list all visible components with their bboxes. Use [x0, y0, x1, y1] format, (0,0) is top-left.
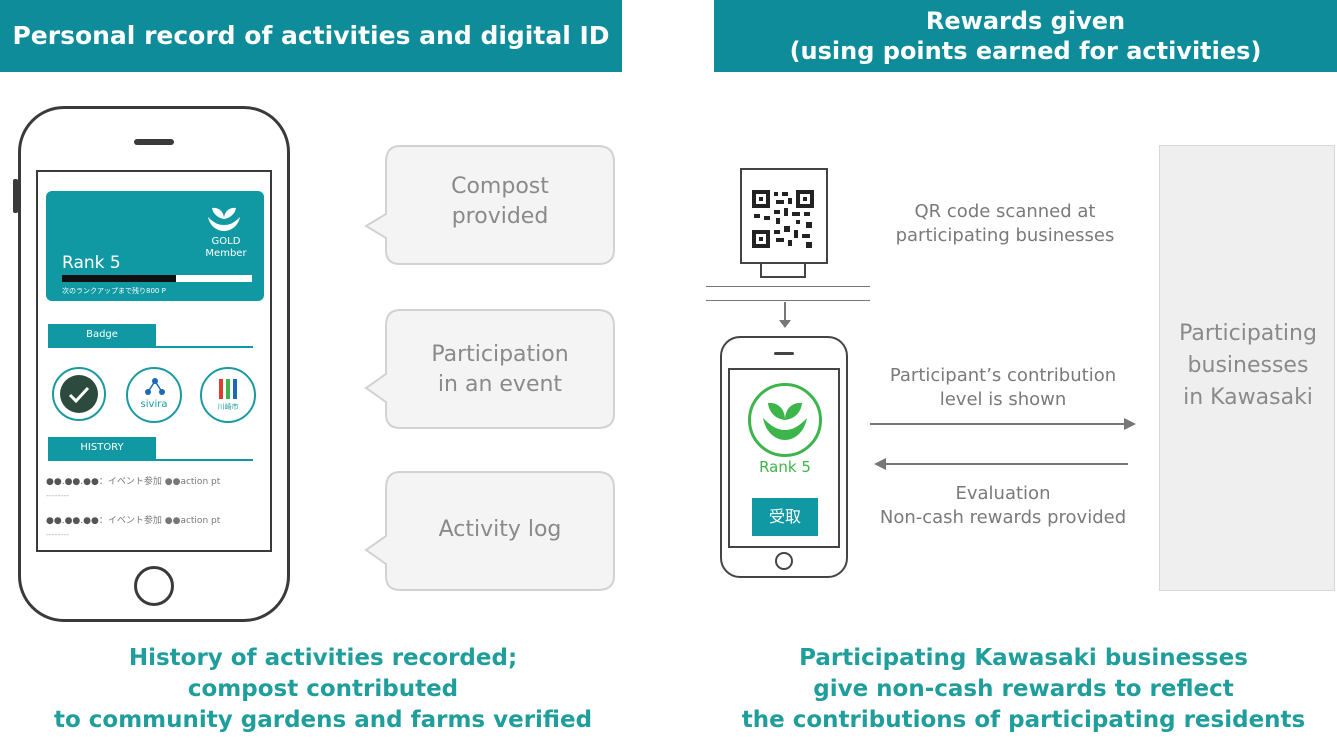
- card-progress-text: 次のランクアップまで残り800 P: [62, 287, 166, 295]
- down-arrow-icon: [779, 302, 791, 328]
- history-points: ●●action pt: [164, 516, 221, 526]
- bubble-compost-line1: Compost: [451, 174, 549, 199]
- history-points: ●●action pt: [164, 477, 221, 487]
- city-label: 川崎市: [217, 403, 239, 411]
- left-caption-line3: to community gardens and farms verified: [53, 707, 593, 733]
- badge-divider: [48, 346, 253, 348]
- rank-progress-bar: [62, 275, 252, 282]
- right-arrow-icon: [870, 418, 1136, 430]
- sivira-label: sivira: [140, 399, 168, 410]
- right-caption: Participating Kawasaki businesses give n…: [710, 643, 1337, 736]
- qr-text-line1: QR code scanned at: [914, 201, 1096, 222]
- qr-text-line2: participating businesses: [895, 225, 1115, 246]
- badge-city-icon[interactable]: 川崎市: [200, 367, 256, 423]
- business-line2: businesses: [1187, 353, 1309, 378]
- bubble-participation-line2: in an event: [437, 372, 563, 397]
- right-banner-line1: Rewards given: [925, 7, 1126, 35]
- card-member-line2: Member: [205, 248, 247, 259]
- business-line3: in Kawasaki: [1183, 385, 1313, 410]
- bubble-3-shape: [364, 471, 615, 591]
- bubble-activity-log: Activity log: [438, 517, 562, 542]
- qr-stand-neck: [760, 264, 806, 278]
- phone-screen: GOLD Member Rank 5 次のランクアップまで残り800 P Bad…: [36, 170, 272, 552]
- contribution-text: Participant’s contribution level is show…: [860, 364, 1146, 412]
- history-header: HISTORY: [48, 437, 156, 459]
- left-caption-line2: compost contributed: [187, 676, 459, 702]
- small-rank-label: Rank 5: [759, 458, 811, 476]
- business-line1: Participating: [1179, 321, 1317, 346]
- leaf-hands-logo: [208, 207, 240, 231]
- left-banner-title: Personal record of activities and digita…: [12, 21, 610, 50]
- rank-progress-fill: [62, 275, 176, 282]
- evaluation-text: Evaluation Non-cash rewards provided: [850, 482, 1156, 530]
- history-date: ●●.●●.●●: [46, 477, 99, 487]
- badge-local-icon[interactable]: [52, 367, 106, 421]
- badge-label: Badge: [86, 329, 118, 340]
- right-caption-line3: the contributions of participating resid…: [741, 707, 1306, 733]
- phone-right-speaker: [774, 352, 794, 355]
- business-box: Participating businesses in Kawasaki: [1159, 145, 1335, 591]
- history-event: ：イベント参加: [98, 477, 162, 487]
- right-banner-line2: (using points earned for activities): [789, 37, 1262, 65]
- history-sub: --------: [46, 491, 70, 500]
- history-event: ：イベント参加: [98, 516, 162, 526]
- membership-card: GOLD Member Rank 5 次のランクアップまで残り800 P: [46, 191, 264, 301]
- bubble-2-shape: [364, 309, 615, 429]
- bubble-1-shape: [364, 145, 615, 265]
- phone-speaker: [134, 139, 174, 145]
- card-member-text: GOLD Member: [196, 236, 256, 260]
- receive-button[interactable]: 受取: [752, 498, 818, 536]
- badge-header: Badge: [48, 324, 156, 346]
- badge-sivira-icon[interactable]: sivira: [126, 367, 182, 423]
- evaluation-line1: Evaluation: [955, 483, 1051, 504]
- left-banner: Personal record of activities and digita…: [0, 0, 622, 72]
- history-date: ●●.●●.●●: [46, 516, 99, 526]
- bubble-compost: Compost provided: [386, 172, 614, 232]
- history-sub: --------: [46, 530, 70, 539]
- history-divider: [48, 459, 253, 461]
- history-row-2: ●●.●●.●●：イベント参加 ●●action pt --------: [46, 513, 268, 539]
- phone-side-button: [13, 179, 18, 213]
- left-caption: History of activities recorded; compost …: [0, 643, 646, 736]
- card-rank: Rank 5: [62, 253, 121, 273]
- right-caption-line2: give non-cash rewards to reflect: [813, 676, 1234, 702]
- counter-line-bottom: [706, 300, 870, 301]
- card-member-line1: GOLD: [211, 236, 241, 247]
- business-text: Participating businesses in Kawasaki: [1160, 318, 1336, 414]
- receive-button-label: 受取: [768, 507, 801, 526]
- bubble-participation-line1: Participation: [431, 342, 569, 367]
- history-row-1: ●●.●●.●●：イベント参加 ●●action pt --------: [46, 474, 268, 500]
- left-arrow-icon: [874, 458, 1128, 470]
- phone-home-button[interactable]: [134, 566, 174, 606]
- contribution-line1: Participant’s contribution: [889, 365, 1117, 386]
- sprout-hands-icon: [763, 402, 807, 440]
- history-label: HISTORY: [80, 442, 124, 453]
- contribution-line2: level is shown: [939, 389, 1067, 410]
- left-caption-line1: History of activities recorded;: [128, 645, 518, 671]
- bubble-participation: Participation in an event: [386, 340, 614, 400]
- evaluation-line2: Non-cash rewards provided: [879, 507, 1127, 528]
- counter-line-top: [706, 286, 870, 287]
- qr-text: QR code scanned at participating busines…: [880, 200, 1130, 248]
- bubble-compost-line2: provided: [451, 204, 549, 229]
- qr-code-icon: [752, 190, 814, 248]
- phone-right-home-button[interactable]: [775, 552, 793, 570]
- right-banner: Rewards given (using points earned for a…: [714, 0, 1337, 72]
- rank-logo-circle: [748, 383, 822, 457]
- bubble-shapes: [364, 145, 615, 591]
- right-caption-line1: Participating Kawasaki businesses: [799, 645, 1248, 671]
